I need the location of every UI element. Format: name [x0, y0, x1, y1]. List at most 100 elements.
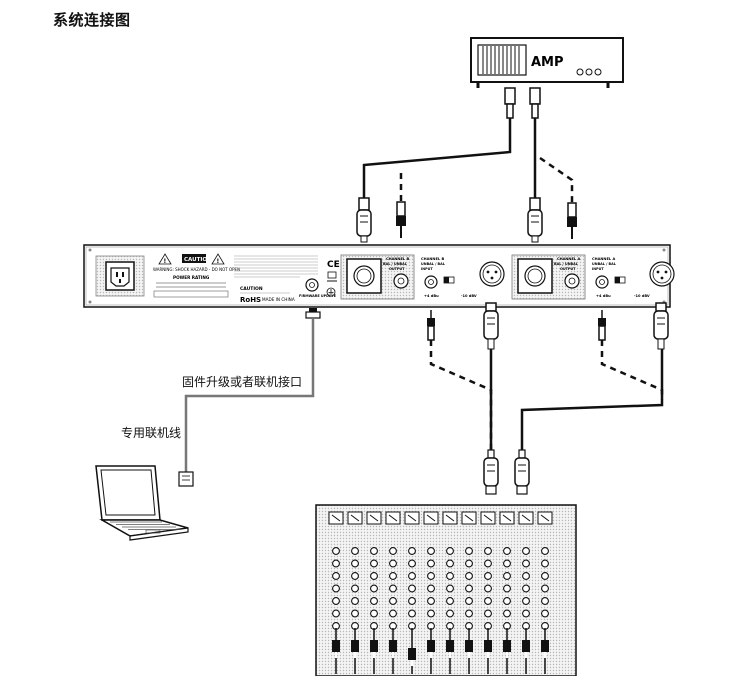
- fader-cap: [522, 640, 530, 652]
- fuse-caution-text: CAUTION: [240, 286, 263, 292]
- amplifier: AMP: [470, 37, 624, 88]
- fader-cap: [351, 640, 359, 652]
- knob: [446, 547, 454, 555]
- fader-cap: [446, 640, 454, 652]
- knob: [370, 597, 378, 605]
- power-inlet: [95, 255, 145, 297]
- knob: [351, 584, 359, 593]
- knob: [332, 609, 340, 618]
- svg-text:OUTPUT: OUTPUT: [389, 267, 405, 271]
- ground-icon: [326, 287, 336, 297]
- knob: [351, 597, 359, 605]
- amp-cables: [362, 140, 574, 203]
- knob: [522, 597, 530, 605]
- knob: [522, 609, 530, 618]
- knob: [427, 609, 435, 618]
- knob: [370, 547, 378, 555]
- svg-text:UNBAL / BAL: UNBAL / BAL: [421, 262, 446, 266]
- power-rating-text: POWER RATING: [173, 275, 210, 280]
- knob: [351, 609, 359, 618]
- knob: [389, 559, 397, 568]
- knob: [484, 609, 492, 618]
- knob: [408, 572, 416, 580]
- knob: [427, 559, 435, 568]
- knob: [351, 572, 359, 580]
- rohs-mark: RoHS: [240, 296, 261, 304]
- svg-text:!: !: [217, 258, 220, 265]
- fader-cap: [541, 640, 549, 652]
- knob: [408, 597, 416, 605]
- xlr-connector-icon: [653, 302, 669, 350]
- laptop-plug: [178, 471, 194, 487]
- knob: [484, 547, 492, 555]
- channel-b-input-module: CHANNEL B UNBAL / BAL INPUT +4 dBu -10 d…: [421, 257, 505, 298]
- knob: [541, 597, 549, 605]
- knob: [522, 572, 530, 580]
- firmware-connector: [305, 308, 321, 319]
- jack-plug-icon: [427, 310, 435, 341]
- svg-text:-10 dBV: -10 dBV: [461, 294, 477, 298]
- svg-text:UNBAL / BAL: UNBAL / BAL: [592, 262, 617, 266]
- svg-text:-10 dBV: -10 dBV: [634, 294, 650, 298]
- knob: [503, 572, 511, 580]
- knob: [522, 559, 530, 568]
- knob: [465, 609, 473, 618]
- fader-cap: [503, 640, 511, 652]
- knob: [484, 584, 492, 593]
- svg-text:CHANNEL B: CHANNEL B: [386, 257, 409, 261]
- knob: [465, 572, 473, 580]
- svg-text:BAL / UNBAL: BAL / UNBAL: [383, 262, 408, 266]
- knob: [389, 547, 397, 555]
- fine-print: [234, 255, 318, 278]
- dedicated-cable-line: [184, 318, 315, 472]
- knob: [332, 597, 340, 605]
- ce-mark: CE: [327, 260, 340, 270]
- knob: [389, 597, 397, 605]
- mixing-console-icon: [315, 504, 577, 677]
- caution-text: CAUTION: [184, 257, 212, 263]
- knob: [446, 572, 454, 580]
- knob: [427, 547, 435, 555]
- page-title: 系统连接图: [53, 11, 131, 29]
- svg-text:!: !: [164, 258, 167, 265]
- knob: [408, 547, 416, 555]
- knob: [522, 584, 530, 593]
- recycle-bin-icon: [327, 271, 337, 279]
- mixer-knob-grid: [332, 547, 549, 630]
- knob: [370, 572, 378, 580]
- channel-a-input-module: CHANNEL A UNBAL / BAL INPUT +4 dBu -10 d…: [592, 257, 675, 298]
- laptop-icon: [95, 465, 189, 541]
- knob: [522, 547, 530, 555]
- channel-b-output-module: CHANNEL B BAL / UNBAL OUTPUT: [340, 254, 415, 300]
- knob: [465, 559, 473, 568]
- svg-text:CHANNEL A: CHANNEL A: [592, 257, 615, 261]
- fader-cap: [370, 640, 378, 652]
- knob: [484, 597, 492, 605]
- knob: [541, 609, 549, 618]
- dedicated-cable-label: 专用联机线: [121, 426, 182, 440]
- knob: [503, 597, 511, 605]
- jack-plug-icon: [396, 201, 406, 238]
- warning-text: WARNING: SHOCK HAZARD - DO NOT OPEN: [153, 267, 240, 272]
- knob: [389, 584, 397, 593]
- knob: [427, 584, 435, 593]
- jack-plug-icon: [598, 310, 606, 341]
- xlr-connector-icon: [483, 449, 499, 495]
- knob: [408, 559, 416, 568]
- fader-cap: [427, 640, 435, 652]
- firmware-text: FIRMWARE UPDATE: [299, 294, 337, 298]
- svg-text:OUTPUT: OUTPUT: [560, 267, 576, 271]
- knob: [465, 547, 473, 555]
- knob: [351, 559, 359, 568]
- device-rear-panel: ! CAUTION ! WARNING: SHOCK HAZARD - DO N…: [83, 244, 675, 308]
- knob: [332, 572, 340, 580]
- upgrade-port-label: 固件升级或者联机接口: [182, 375, 303, 389]
- knob: [503, 547, 511, 555]
- knob: [370, 559, 378, 568]
- made-in-text: MADE IN CHINA: [262, 297, 295, 302]
- knob: [389, 572, 397, 580]
- fader-cap: [332, 640, 340, 652]
- xlr-connector-icon: [527, 197, 543, 243]
- knob: [503, 559, 511, 568]
